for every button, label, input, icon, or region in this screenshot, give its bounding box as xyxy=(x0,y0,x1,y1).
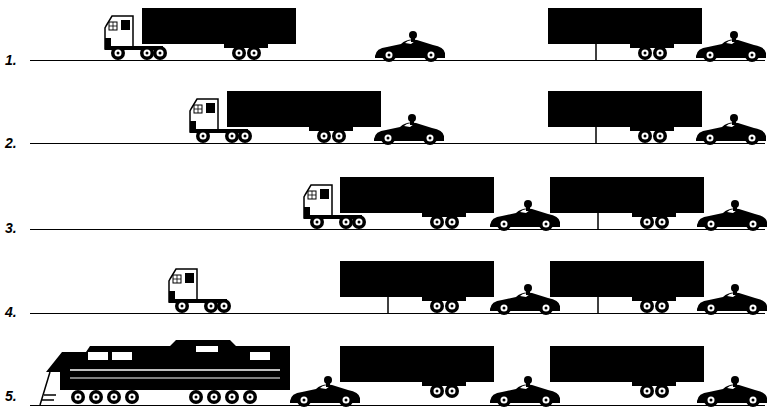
row-number: 2. xyxy=(5,135,17,151)
row-number: 5. xyxy=(5,388,17,404)
ground-lines xyxy=(30,61,765,406)
row-number: 1. xyxy=(5,52,17,68)
row-5 xyxy=(40,340,767,407)
row-3 xyxy=(304,177,767,231)
row-4 xyxy=(169,261,767,315)
row-number: 3. xyxy=(5,220,17,236)
row-1 xyxy=(105,8,766,62)
row-2 xyxy=(190,91,766,145)
row-number: 4. xyxy=(5,304,17,320)
